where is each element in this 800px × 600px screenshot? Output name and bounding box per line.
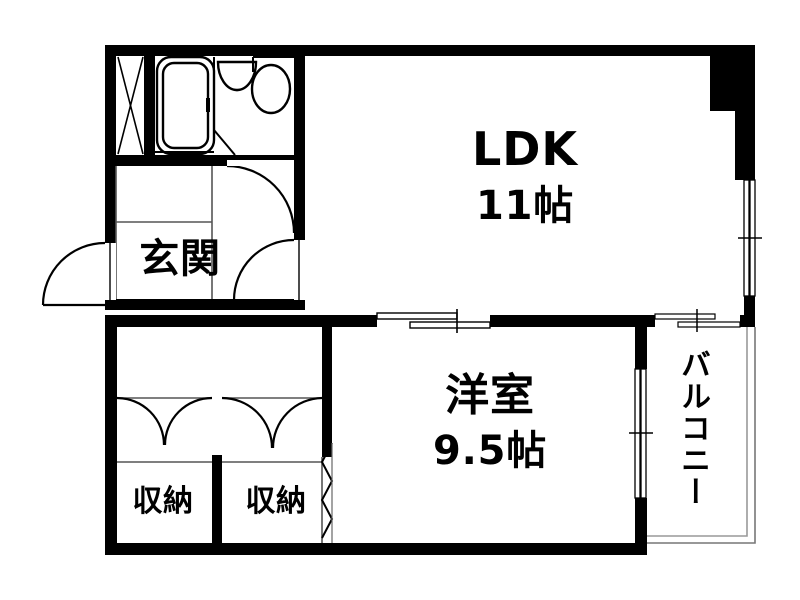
thin-lines-group — [115, 166, 756, 544]
wall-left-upper — [105, 45, 116, 310]
balcony-top-window-pane-b — [677, 321, 741, 328]
wall-shaft-divider — [144, 45, 155, 155]
label-closet-left: 収納 — [132, 484, 194, 519]
wall-bedroom-right-top — [635, 327, 647, 369]
bath-wall-angle — [213, 129, 236, 156]
pillar-top-right-stem — [735, 45, 755, 180]
label-bedroom-area: 9.5帖 — [432, 428, 548, 474]
closet-right-door-a — [221, 396, 274, 449]
bath-door-opening — [227, 160, 294, 166]
sliding-door-panel-a — [376, 312, 458, 320]
balcony-top-window — [654, 309, 741, 332]
bathtub-handle — [206, 98, 210, 112]
balcony-outline — [647, 327, 756, 544]
wall-right-mid — [744, 296, 755, 327]
wall-mid-left — [105, 315, 377, 327]
label-bedroom-name: 洋室 — [445, 370, 535, 421]
label-ldk-name: LDK — [472, 122, 578, 176]
balcony-top-window-pane-a — [654, 313, 716, 320]
genkan-door-swing — [232, 238, 295, 301]
sink-basin-outline — [216, 60, 258, 92]
doors-group — [41, 160, 334, 543]
label-closet-right: 収納 — [245, 484, 307, 519]
bathtub-inner — [161, 61, 210, 150]
wall-bottom — [105, 543, 645, 555]
balcony-outline-inner — [647, 327, 748, 537]
sliding-door-panel-b — [409, 321, 491, 329]
closet-right-door-b — [271, 396, 323, 449]
folding-partition-zigzag — [320, 442, 334, 539]
wall-top — [105, 45, 745, 56]
ldk-bedroom-sliding-door — [376, 309, 491, 333]
closet-left-door-b — [163, 396, 213, 446]
bath-door-swing — [226, 164, 296, 234]
entrance-door-swing — [41, 241, 106, 306]
wall-genkan-bottom — [105, 299, 305, 310]
bedroom-balcony-window — [629, 368, 653, 499]
label-balcony: バルコニー — [675, 348, 710, 508]
label-ldk-area: 11帖 — [475, 183, 575, 229]
closet-left-door-a — [116, 396, 166, 446]
toilet-bowl — [250, 63, 292, 115]
wall-bath-bottom — [105, 155, 305, 166]
utility-shaft-x2 — [117, 56, 144, 155]
ldk-balcony-window — [738, 179, 762, 297]
wall-closet-divider — [212, 455, 222, 555]
wall-bedroom-right-bottom — [635, 498, 647, 555]
wall-bedroom-left — [322, 327, 332, 457]
wall-left-lower — [105, 315, 117, 555]
bath-fixtures-group — [117, 55, 294, 156]
label-genkan: 玄関 — [139, 236, 221, 282]
wall-ldk-left — [294, 45, 305, 305]
